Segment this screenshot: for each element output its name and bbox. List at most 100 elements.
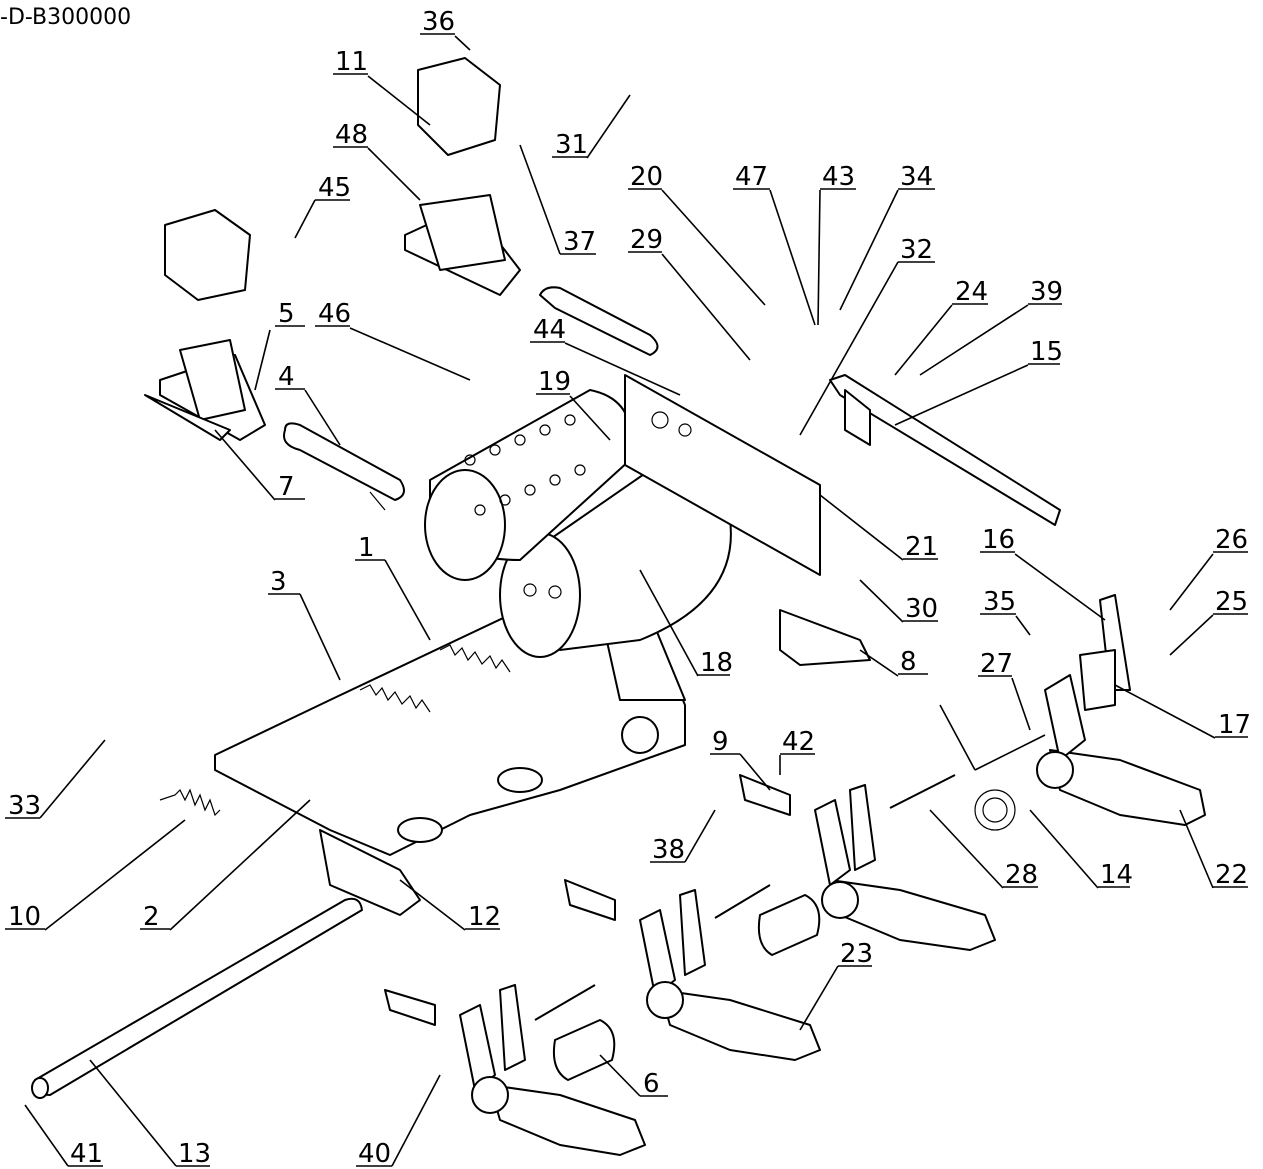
callout-leader-37 [519, 144, 561, 255]
callout-leader-41 [24, 1104, 69, 1167]
callout-label-21: 21 [905, 532, 938, 562]
callout-leader-5 [254, 329, 271, 391]
drawing-code: -D-B300000 [0, 5, 131, 30]
callout-label-11: 11 [335, 47, 368, 77]
callout-leader-8 [859, 649, 899, 677]
callout-leader-2 [169, 799, 311, 931]
callout-label-29: 29 [630, 225, 663, 255]
leader-lines [5, 33, 1248, 1167]
callout-leader-19 [569, 395, 611, 441]
callout-label-41: 41 [70, 1139, 103, 1169]
callout-leader-47 [769, 189, 816, 326]
callout-label-6: 6 [643, 1069, 660, 1099]
callout-label-25: 25 [1215, 587, 1248, 617]
callout-leader-17 [1114, 684, 1216, 739]
rod [34, 897, 363, 1096]
callout-label-7: 7 [278, 472, 295, 502]
callout-label-40: 40 [358, 1139, 391, 1169]
callout-label-48: 48 [335, 120, 368, 150]
callout-label-8: 8 [900, 647, 917, 677]
base-plate [214, 599, 686, 856]
callout-labels: 1234567891011121314151617181920212223242… [8, 7, 1251, 1169]
cover-left [164, 209, 251, 301]
callout-leader-43 [817, 189, 821, 326]
callout-leader-45 [294, 199, 316, 239]
callout-label-36: 36 [422, 7, 455, 37]
callout-leader-16 [1014, 553, 1106, 621]
callout-leader-39 [919, 304, 1029, 376]
callout-label-15: 15 [1030, 337, 1063, 367]
callout-leader-44 [564, 342, 681, 396]
callout-leader-28 [929, 809, 1004, 889]
callout-leader-46 [349, 327, 471, 381]
pedal-lower [459, 984, 646, 1156]
callout-leader-33 [39, 739, 106, 819]
callout-label-31: 31 [555, 130, 588, 160]
callout-leader-11 [367, 75, 431, 126]
cover-upper [417, 57, 501, 156]
callout-label-9: 9 [712, 727, 729, 757]
callout-leader-36 [454, 35, 471, 51]
callout-label-1: 1 [358, 533, 375, 563]
pedal-22 [1036, 674, 1206, 826]
callout-leader-48 [367, 147, 421, 201]
callout-leader-6 [599, 1054, 641, 1097]
callout-leader-10 [44, 819, 186, 931]
callout-leader-34 [839, 189, 899, 311]
callout-leader-23 [799, 965, 839, 1031]
callout-label-5: 5 [278, 299, 295, 329]
callout-leader-22 [1179, 809, 1214, 889]
callout-label-10: 10 [8, 902, 41, 932]
callout-leader-13 [89, 1059, 177, 1167]
callout-label-38: 38 [652, 835, 685, 865]
callout-leader-30 [859, 579, 904, 623]
callout-leader-24 [894, 304, 953, 376]
callout-leader-14 [1029, 809, 1099, 889]
callout-label-24: 24 [955, 277, 988, 307]
callout-label-16: 16 [982, 525, 1015, 555]
callout-label-32: 32 [900, 235, 933, 265]
callout-label-22: 22 [1215, 860, 1248, 890]
callout-leader-1 [384, 559, 431, 641]
callout-leader-18 [639, 569, 699, 677]
callout-leader-15 [894, 364, 1029, 426]
parts-drawing [31, 57, 1206, 1156]
callout-label-47: 47 [735, 162, 768, 192]
callout-label-23: 23 [840, 939, 873, 969]
callout-label-19: 19 [538, 367, 571, 397]
callout-label-44: 44 [533, 315, 566, 345]
callout-label-4: 4 [278, 362, 295, 392]
callout-label-39: 39 [1030, 277, 1063, 307]
callout-label-27: 27 [980, 649, 1013, 679]
callout-leader-35 [1015, 615, 1031, 636]
callout-leader-25 [1169, 614, 1214, 656]
callout-leader-20 [661, 189, 766, 306]
callout-label-28: 28 [1005, 860, 1038, 890]
callout-leader-12 [399, 879, 466, 931]
callout-label-13: 13 [178, 1139, 211, 1169]
callout-leader-21 [819, 494, 904, 561]
callout-leader-40 [391, 1074, 441, 1167]
callout-label-43: 43 [822, 162, 855, 192]
callout-label-30: 30 [905, 594, 938, 624]
callout-leader-4 [304, 389, 341, 446]
callout-leader-38 [684, 809, 716, 863]
callout-label-20: 20 [630, 162, 663, 192]
callout-label-18: 18 [700, 648, 733, 678]
callout-label-46: 46 [318, 299, 351, 329]
callout-leader-29 [661, 253, 751, 361]
callout-label-17: 17 [1218, 710, 1251, 740]
callout-label-14: 14 [1100, 860, 1133, 890]
callout-leader-9 [739, 753, 771, 791]
callout-label-33: 33 [8, 791, 41, 821]
callout-leader-3 [299, 593, 341, 681]
callout-label-35: 35 [983, 587, 1016, 617]
callout-leader-31 [586, 94, 631, 159]
callout-leader-27 [1011, 677, 1031, 731]
pedal-22b [814, 784, 996, 951]
callout-label-42: 42 [782, 727, 815, 757]
callout-leader-32 [799, 261, 899, 436]
callout-label-37: 37 [563, 227, 596, 257]
callout-label-45: 45 [318, 173, 351, 203]
